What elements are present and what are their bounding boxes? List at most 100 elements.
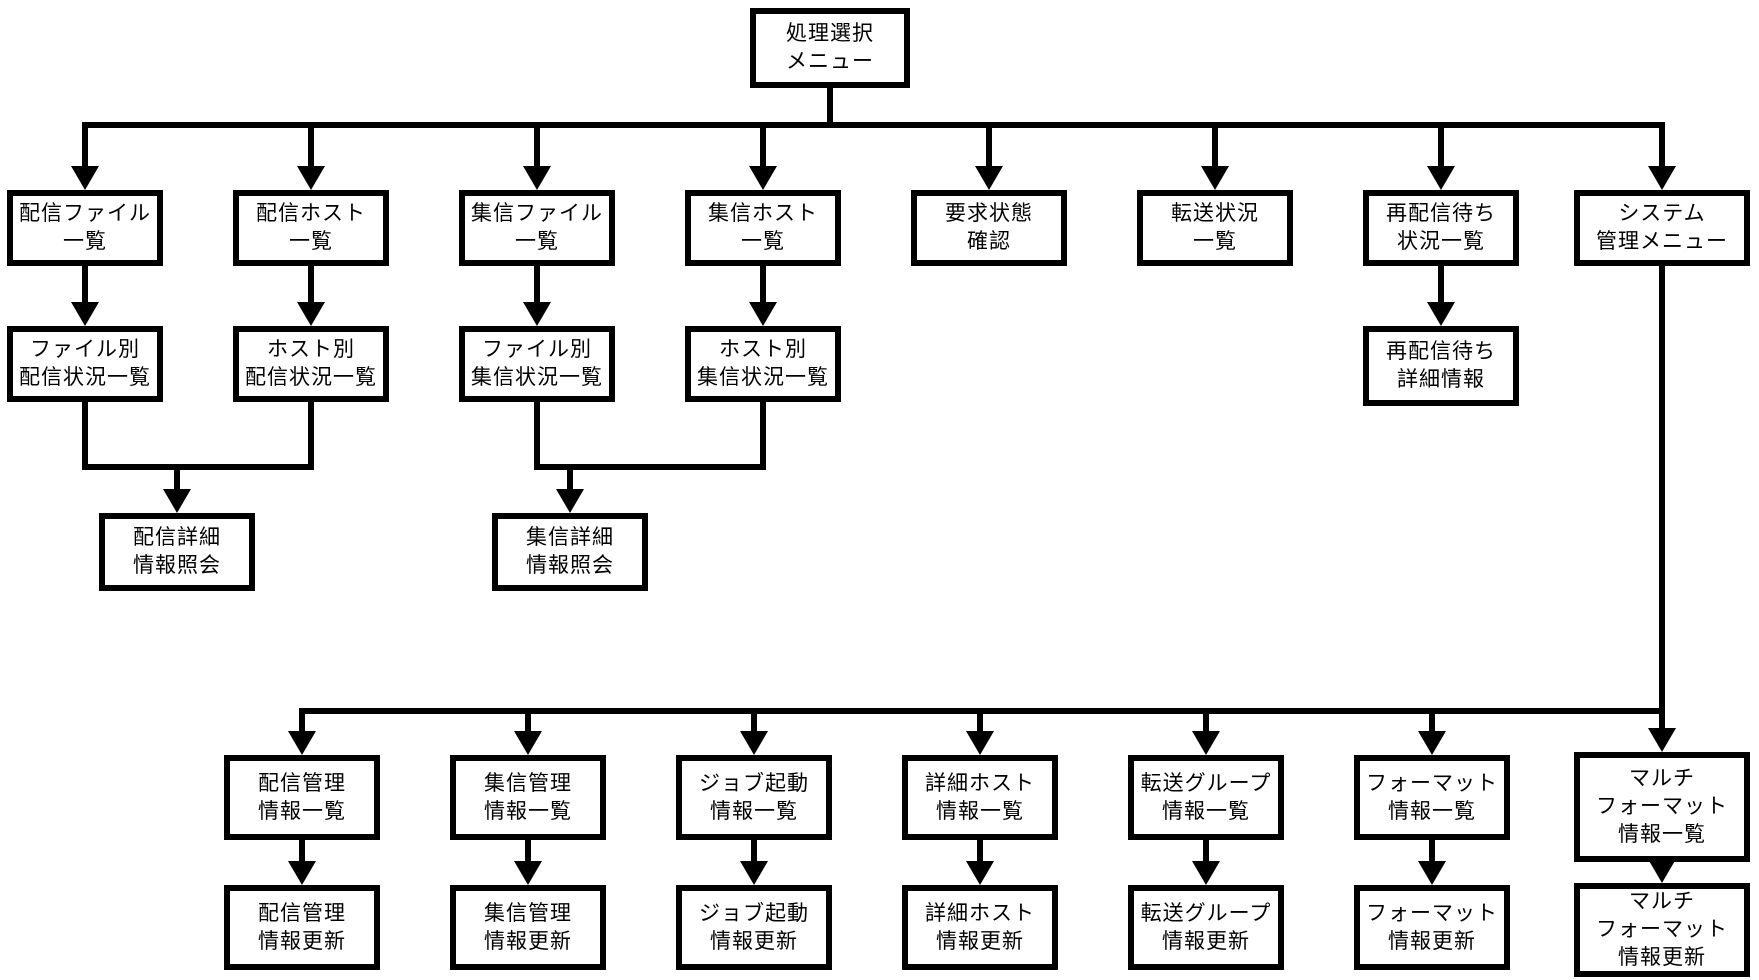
node-label: 集信ファイル [471,202,603,226]
node-label: 情報一覧 [710,799,798,823]
node-label: 状況一覧 [1397,230,1485,253]
arrow-head [1648,728,1676,752]
node-label: 情報一覧 [936,799,1024,823]
node-label: 情報一覧 [1162,799,1250,823]
node-label: 情報一覧 [484,799,572,823]
node-label: 集信詳細 [526,526,614,550]
node-label: 詳細ホスト [925,901,1035,925]
node-label: 情報更新 [710,929,798,953]
arrow-head [966,861,994,885]
connector-line [977,840,983,867]
node-label: 要求状態 [945,202,1033,226]
node-recv-file-list: 集信ファイル一覧 [459,190,615,266]
node-label: 再配信待ち [1386,340,1496,364]
connector-line [760,266,766,308]
node-detail-host-info-update: 詳細ホスト情報更新 [902,885,1058,970]
connector-line [567,464,573,495]
arrow-head [1648,859,1676,883]
node-label: ファイル別 [30,338,140,362]
arrow-head [1201,166,1229,190]
connector-line [308,402,314,470]
node-label: 転送グループ [1140,771,1272,795]
node-dist-mgmt-info-list: 配信管理情報一覧 [224,755,380,840]
node-label: フォーマット [1366,901,1498,925]
node-request-status-check: 要求状態確認 [911,190,1067,266]
node-label: 再配信待ち [1386,202,1496,226]
arrow-head [966,731,994,755]
node-host-dist-status-list: ホスト別配信状況一覧 [233,326,389,402]
node-label: ホスト別 [267,338,355,362]
node-label: マルチ [1629,890,1695,914]
node-dist-file-list: 配信ファイル一覧 [7,190,163,266]
node-redelivery-wait-status-list: 再配信待ち状況一覧 [1363,190,1519,266]
arrow-head [71,166,99,190]
node-detail-host-info-list: 詳細ホスト情報一覧 [902,755,1058,840]
arrow-head [288,731,316,755]
node-menu: 処理選択メニュー [750,8,910,88]
arrow-head [1192,861,1220,885]
node-format-info-list: フォーマット情報一覧 [1354,755,1510,840]
node-label: 処理選択 [786,22,874,46]
node-label: ファイル別 [482,338,592,362]
node-label: 配信詳細 [133,526,221,550]
arrow-head [163,489,191,513]
node-label: 管理メニュー [1596,230,1728,253]
connector-line [534,464,766,470]
connector-line [525,708,531,737]
node-label: メニュー [786,50,874,73]
node-dist-detail-inquiry: 配信詳細情報照会 [99,513,255,591]
node-label: 一覧 [1193,230,1237,253]
node-label: マルチ [1629,767,1695,791]
node-transfer-group-info-update: 転送グループ情報更新 [1128,885,1284,970]
node-format-info-update: フォーマット情報更新 [1354,885,1510,970]
connector-line [308,266,314,308]
node-recv-detail-inquiry: 集信詳細情報照会 [492,513,648,591]
node-label: 集信状況一覧 [471,366,603,389]
node-label: 詳細情報 [1397,368,1485,391]
connector-line [174,464,180,495]
arrow-head [975,166,1003,190]
arrow-head [71,302,99,326]
node-label: 一覧 [63,230,107,253]
node-label: 情報照会 [526,554,614,577]
node-host-recv-status-list: ホスト別集信状況一覧 [685,326,841,402]
node-dist-mgmt-info-update: 配信管理情報更新 [224,885,380,970]
connector-line [760,402,766,470]
node-label: フォーマット [1596,795,1728,819]
node-transfer-group-info-list: 転送グループ情報一覧 [1128,755,1284,840]
arrow-head [514,731,542,755]
node-label: 配信管理 [258,771,346,795]
node-label: 一覧 [289,230,333,253]
connector-line [1429,708,1435,737]
connector-line [299,708,305,737]
node-label: 情報照会 [133,554,221,577]
connector-line [1212,122,1218,172]
connector-line [82,402,88,470]
connector-line [299,840,305,867]
connector-line [534,122,540,172]
node-label: 情報一覧 [1388,799,1476,823]
connector-line [751,840,757,867]
arrow-head [1427,166,1455,190]
arrow-head [740,861,768,885]
node-label: 配信ファイル [19,202,151,226]
node-label: 一覧 [741,230,785,253]
node-label: ジョブ起動 [699,901,809,925]
node-label: 転送状況 [1171,202,1259,226]
connector-line [760,122,766,172]
arrow-head [1418,731,1446,755]
node-system-admin-menu: システム管理メニュー [1574,190,1750,266]
node-label: 配信状況一覧 [19,366,151,389]
node-label: 情報一覧 [258,799,346,823]
connector-line [827,88,833,128]
connector-line [1203,708,1209,737]
node-label: 情報更新 [936,929,1024,953]
node-dist-host-list: 配信ホスト一覧 [233,190,389,266]
connector-line [977,708,983,737]
connector-line [1659,266,1665,714]
node-label: 集信管理 [484,901,572,925]
node-label: 情報更新 [1388,929,1476,953]
node-label: 集信ホスト [708,202,818,226]
node-label: ジョブ起動 [699,771,809,795]
